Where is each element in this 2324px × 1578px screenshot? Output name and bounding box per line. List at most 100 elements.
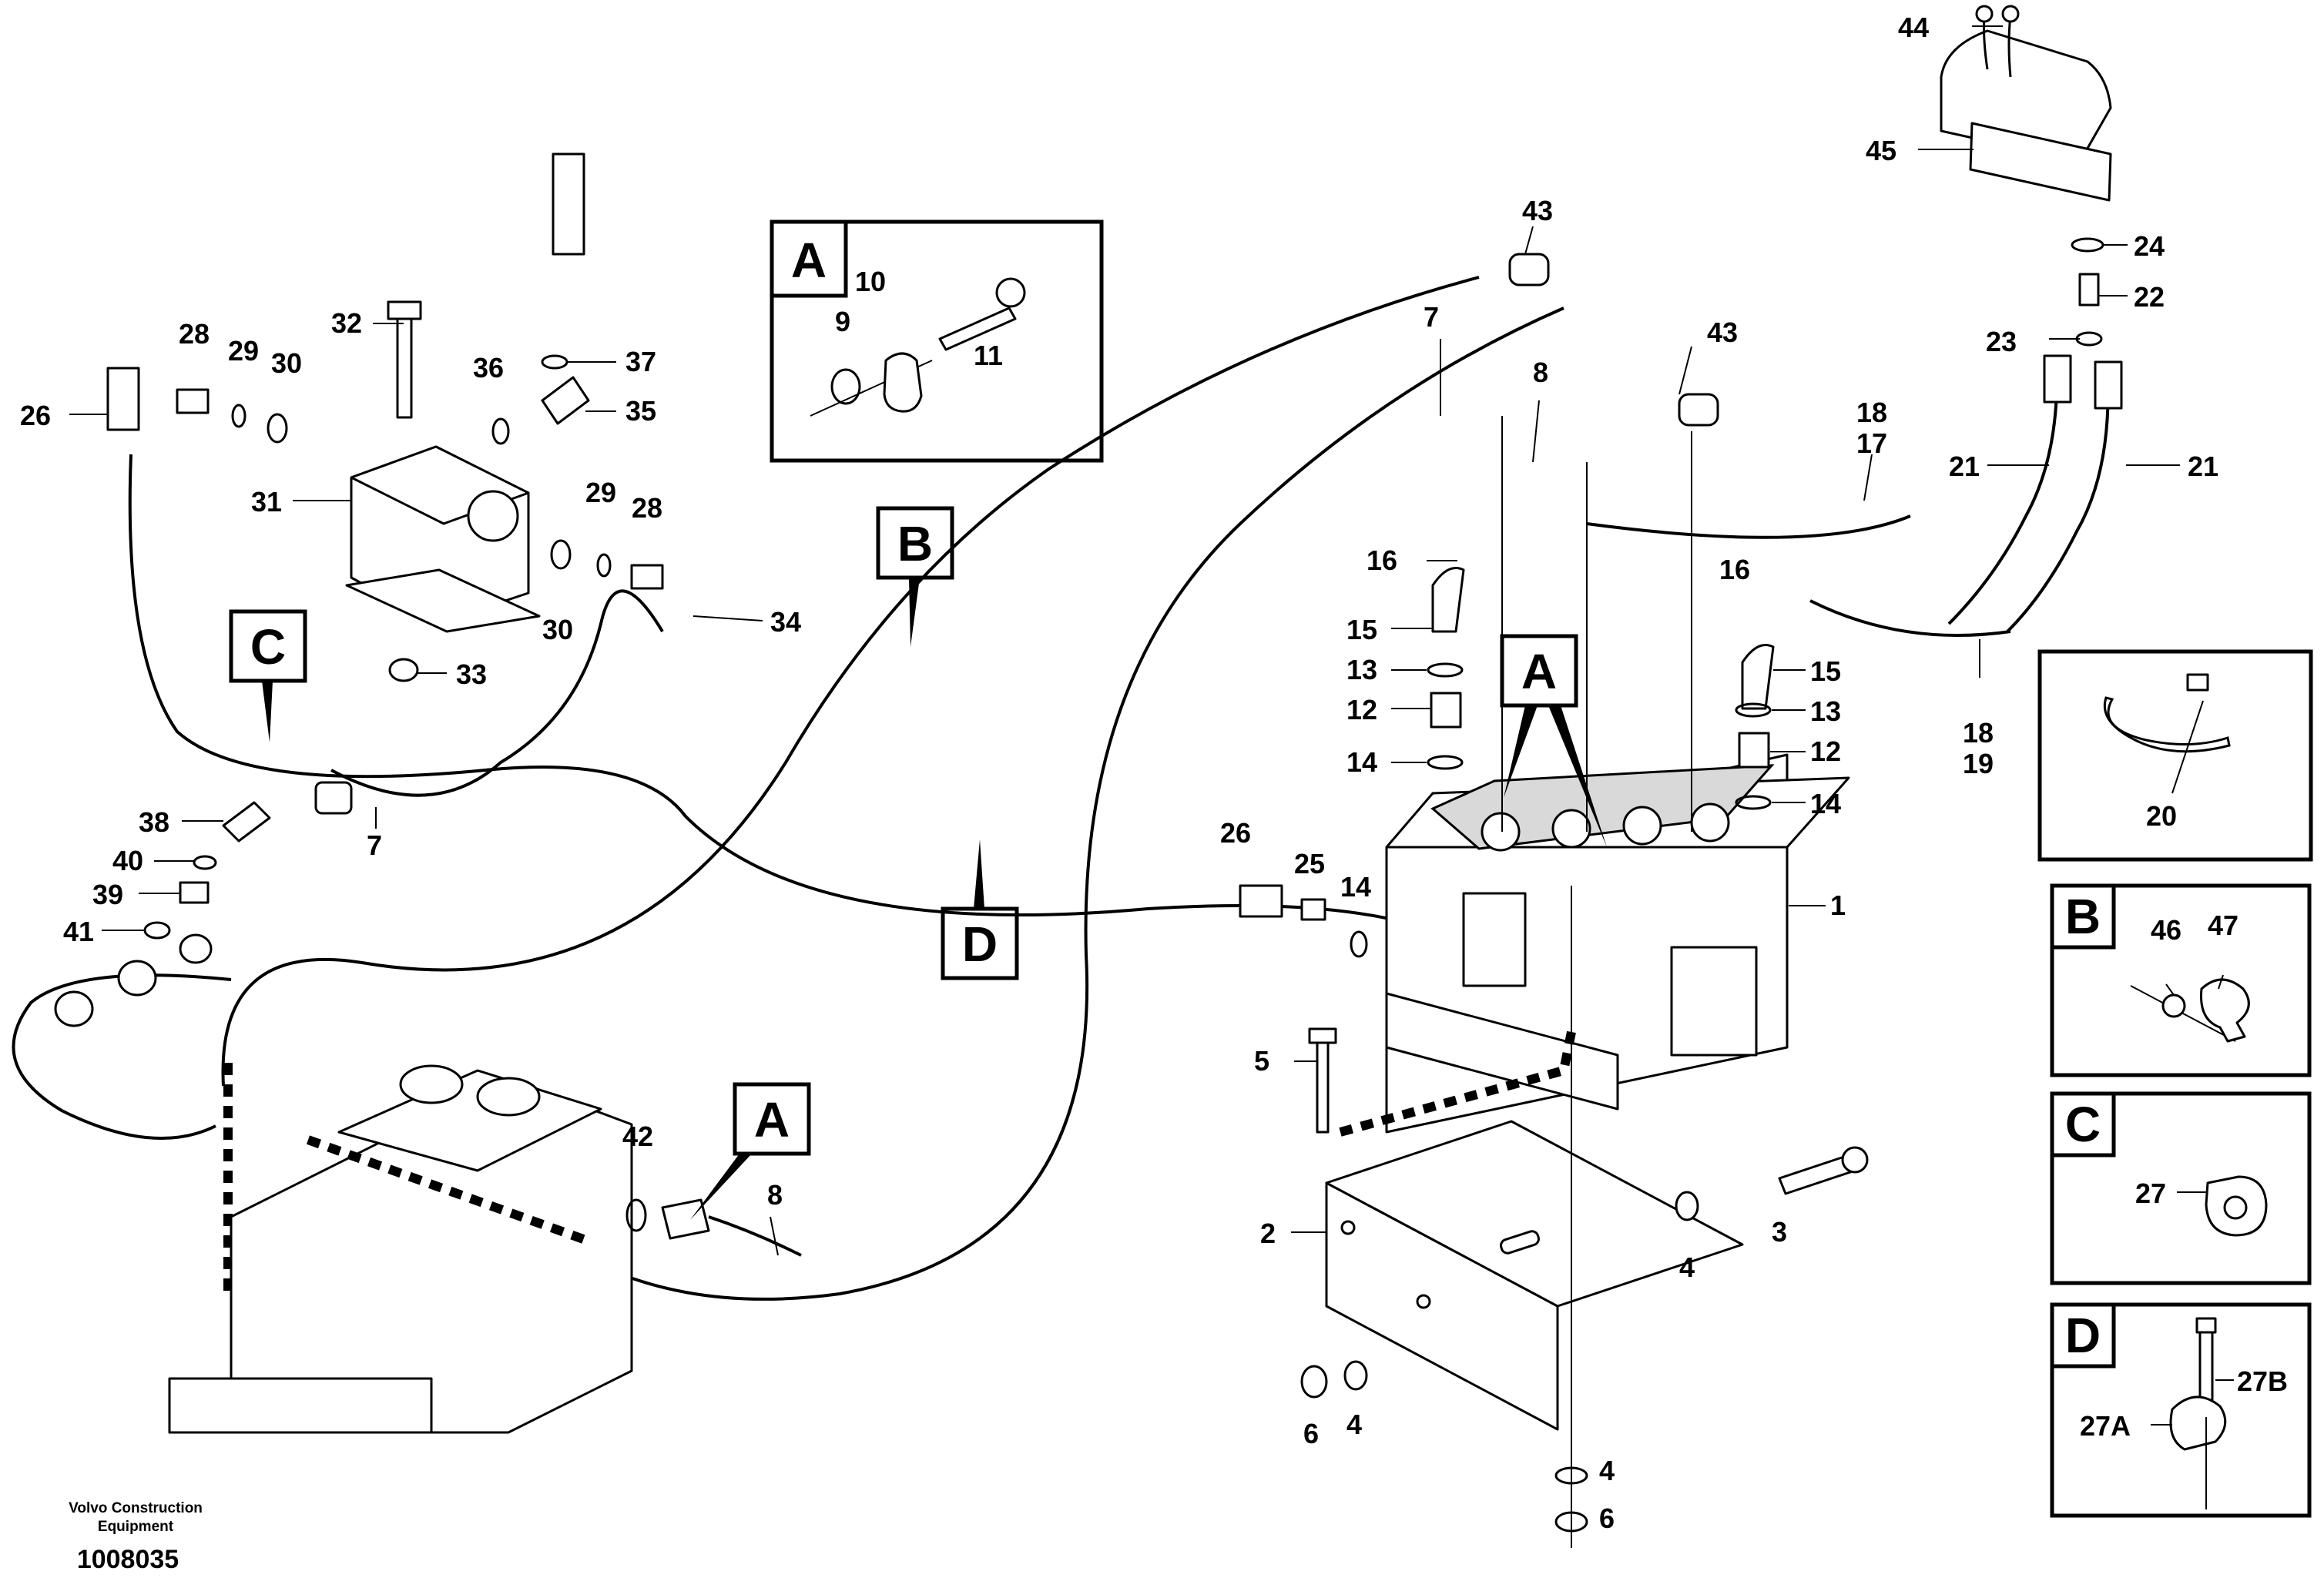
clamp-47	[2200, 978, 2250, 1043]
label-13b: 13	[1810, 695, 1841, 727]
o-ring-42	[625, 1198, 647, 1232]
adapter-12-left	[1430, 692, 1462, 729]
control-valve-cap-1	[399, 1064, 464, 1104]
bolt-32	[396, 308, 413, 419]
label-6b: 6	[1599, 1503, 1615, 1534]
footer: Volvo Construction Equipment 1008035	[69, 1500, 203, 1574]
hose-end-26-left	[106, 367, 140, 431]
label-11: 11	[974, 340, 1003, 371]
label-12b: 12	[1810, 735, 1841, 767]
label-21b: 21	[2188, 451, 2218, 482]
aux-valve-port	[467, 490, 519, 542]
label-1: 1	[1830, 890, 1846, 921]
label-27b: 27B	[2237, 1365, 2288, 1397]
label-29b: 29	[585, 477, 616, 508]
bolt-head-32	[387, 300, 422, 320]
hose-end-left-2	[117, 960, 157, 997]
detail-letter-frame-a	[770, 219, 848, 298]
label-14c: 14	[1340, 871, 1371, 903]
leader-34	[693, 615, 763, 621]
part-labels: 44 45 24 22 23 21 21 18 17 43 43 7 8 16 …	[20, 12, 2288, 1534]
hose-21-left-fitting	[2043, 354, 2072, 404]
washer-24	[2071, 237, 2104, 253]
leader-43b	[1678, 346, 1692, 395]
label-32: 32	[331, 307, 362, 339]
leader-43a	[1524, 226, 1534, 255]
label-10: 10	[855, 266, 886, 297]
hose-loop-left	[12, 973, 232, 1140]
footer-drawing-number: 1008035	[77, 1545, 179, 1574]
control-valve-dashed	[306, 1135, 588, 1245]
callout-a-main-pointer-1	[1504, 705, 1538, 798]
o-ring-14-left	[1427, 755, 1464, 770]
valve-mount-flange	[1385, 992, 1619, 1111]
leader-lines	[69, 25, 2234, 1426]
fitting-a-valve	[661, 1198, 710, 1240]
bracket-hole-2	[1416, 1294, 1431, 1309]
o-ring-13-left	[1427, 662, 1464, 678]
label-43a: 43	[1522, 195, 1553, 226]
hose-21-right-fitting	[2094, 360, 2123, 410]
hose-end-left-1	[54, 990, 94, 1027]
elbow-43-right	[1678, 393, 1719, 427]
washer-4-left	[1343, 1360, 1368, 1391]
callout-boxes: B C D A A	[229, 506, 1607, 1220]
detail-box-c: C	[2050, 1091, 2312, 1285]
label-7a: 7	[1424, 301, 1439, 333]
label-27a: 27A	[2080, 1410, 2131, 1442]
callout-d-pointer	[974, 839, 984, 909]
callout-d-letter: D	[962, 916, 998, 972]
bolt-head-11	[995, 277, 1026, 308]
hose-34	[330, 589, 664, 797]
clamp-27a	[2169, 1395, 2227, 1451]
detail-letter-frame-d	[2050, 1302, 2116, 1369]
label-15b: 15	[1810, 655, 1841, 687]
label-42: 42	[622, 1121, 653, 1152]
callout-b-pointer	[909, 578, 920, 647]
detail-box-b: B	[2050, 883, 2312, 1077]
clamp-27-hole	[2223, 1195, 2248, 1220]
hose-b	[221, 276, 1480, 1087]
nut-46	[2161, 993, 2186, 1018]
detail-letter-b: B	[2065, 889, 2101, 944]
control-valve-base	[168, 1377, 433, 1434]
elbow-43-left	[1508, 253, 1550, 286]
leader-8b	[770, 1216, 779, 1256]
cable-tie-20	[2103, 696, 2231, 753]
o-ring-14-side	[1350, 930, 1368, 958]
hose-end-37	[552, 152, 585, 256]
lever-knob-right	[2001, 5, 2020, 23]
valve-port-4	[1690, 802, 1730, 843]
detail-frame-b	[2050, 883, 2312, 1077]
washer-30-left	[267, 413, 288, 444]
label-6a: 6	[1303, 1418, 1319, 1449]
nipple-39	[179, 881, 210, 904]
hose-c	[128, 454, 1481, 957]
label-26b: 26	[1220, 817, 1251, 849]
bolt-head-5	[1308, 1027, 1337, 1044]
bolt-head-3	[1841, 1146, 1869, 1174]
washer-4-right	[1675, 1191, 1699, 1221]
label-45: 45	[1866, 135, 1896, 166]
label-15a: 15	[1346, 614, 1377, 645]
label-12a: 12	[1346, 694, 1377, 725]
callout-a-valve-pointer	[690, 1154, 752, 1220]
elbow-15-right	[1741, 644, 1775, 710]
elbow-15-left	[1431, 567, 1465, 633]
hose-21-left	[1947, 361, 2059, 625]
label-30b: 30	[542, 614, 573, 645]
label-27: 27	[2135, 1178, 2166, 1209]
label-9: 9	[835, 306, 850, 337]
nut-33	[388, 658, 419, 682]
nipple-28-right	[630, 564, 664, 590]
leader-17	[1863, 454, 1873, 501]
detail-frame-d	[2050, 1302, 2312, 1518]
o-ring-37	[541, 354, 568, 370]
label-3: 3	[1772, 1216, 1787, 1248]
label-21a: 21	[1949, 451, 1980, 482]
footer-company-line1: Volvo Construction	[69, 1500, 203, 1516]
valve-fittings	[1239, 253, 1775, 958]
detail-letter-c: C	[2065, 1097, 2101, 1152]
detail-box-a: A	[770, 219, 1104, 463]
detail-letter-a: A	[791, 233, 827, 288]
